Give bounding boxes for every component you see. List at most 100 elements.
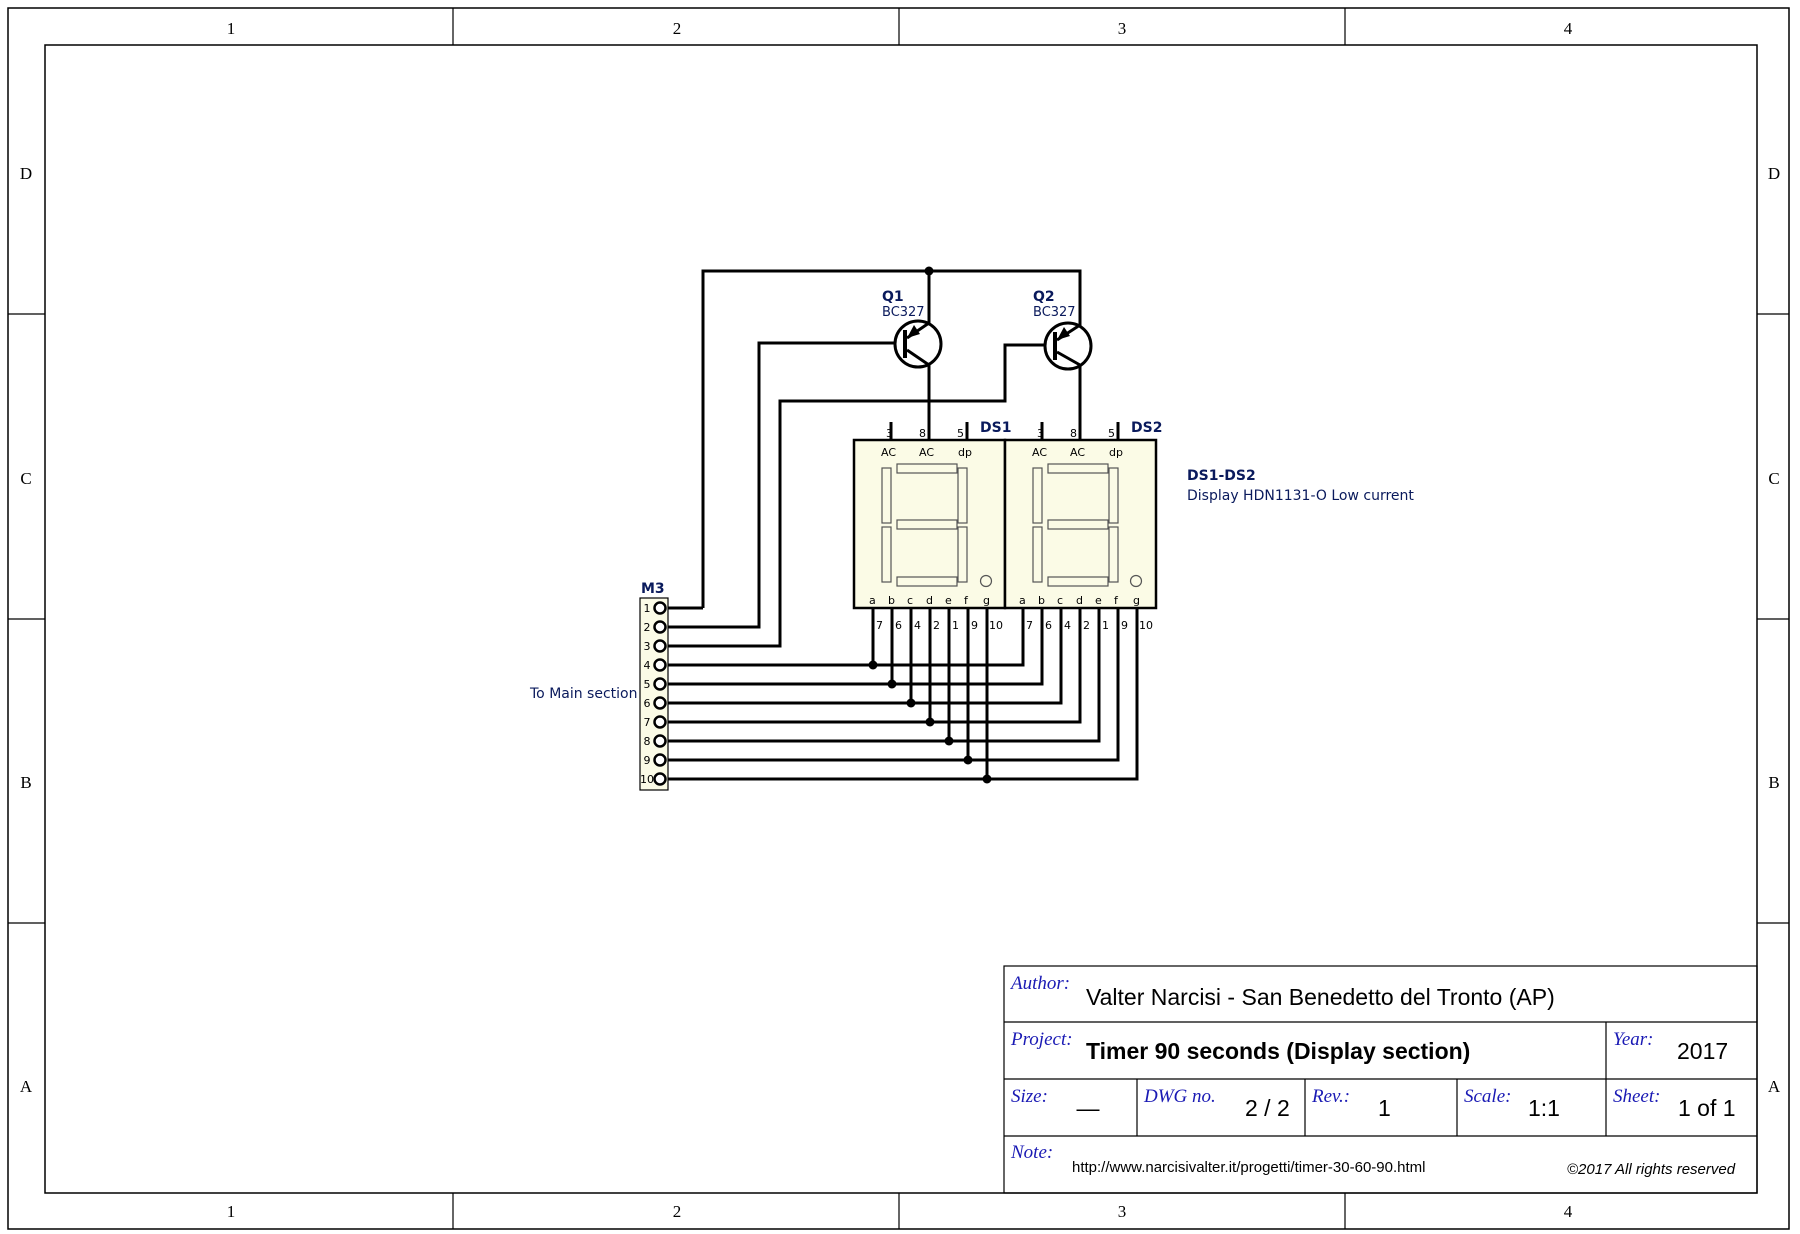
m3-pin-number: 6: [644, 697, 651, 710]
ds1-seg-label: g: [983, 594, 990, 607]
ds2-bottom-pin: 7: [1026, 619, 1033, 632]
ds1-ref: DS1: [980, 420, 1011, 436]
q2-value: BC327: [1033, 305, 1076, 320]
ds1-seg-label: e: [945, 594, 952, 607]
frame-col-label-top: 1: [227, 19, 236, 38]
ds2-bottom-pin: 10: [1139, 619, 1153, 632]
frame-row-label-right: A: [1768, 1077, 1781, 1096]
frame-col-label-bottom: 1: [227, 1202, 236, 1221]
frame-row-label-left: C: [20, 469, 31, 488]
frame-row-label-right: C: [1768, 469, 1779, 488]
rev-label: Rev.:: [1311, 1086, 1350, 1107]
m3-pin-number: 10: [640, 773, 654, 786]
sheet-value: 1 of 1: [1678, 1095, 1736, 1121]
frame-col-label-bottom: 2: [673, 1202, 682, 1221]
frame-col-label-top: 3: [1118, 19, 1127, 38]
frame-column-dividers: [452, 8, 1346, 1229]
display-ds2: [1003, 438, 1158, 610]
frame-row-label-left: A: [20, 1077, 33, 1096]
frame-row-label-right: D: [1768, 164, 1780, 183]
ds2-bottom-pin: 9: [1121, 619, 1128, 632]
m3-pin-number: 2: [644, 621, 651, 634]
m3-note: To Main section: [529, 686, 637, 702]
q1-value: BC327: [882, 305, 925, 320]
size-label: Size:: [1011, 1086, 1048, 1107]
ds2-top-pin: 5: [1108, 427, 1115, 440]
ds1-bottom-pin: 6: [895, 619, 902, 632]
ds2-ref: DS2: [1131, 420, 1162, 436]
m3-ref: M3: [641, 581, 665, 597]
frame-row-dividers: [8, 313, 1789, 924]
frame-row-label-right: B: [1768, 773, 1779, 792]
m3-pin-number: 7: [644, 716, 651, 729]
wire-segment-d: [660, 608, 1082, 724]
ds1-top-label: AC: [919, 446, 934, 459]
wires: [660, 269, 1139, 781]
transistor-q2: [1043, 321, 1093, 371]
ds2-top-pin: 8: [1070, 427, 1077, 440]
ds1-bottom-pin: 1: [952, 619, 959, 632]
ds2-bottom-pin: 4: [1064, 619, 1071, 632]
ds2-top-label: dp: [1109, 446, 1123, 459]
ds1-bottom-pin: 4: [914, 619, 921, 632]
ds-note-ref: DS1-DS2: [1187, 468, 1256, 484]
m3-pin-number: 5: [644, 678, 651, 691]
connector-m3: [639, 597, 669, 791]
ds2-seg-label: b: [1038, 594, 1045, 607]
note-value: http://www.narcisivalter.it/progetti/tim…: [1072, 1159, 1425, 1176]
ds-note-value: Display HDN1131-O Low current: [1187, 488, 1414, 504]
dwg-label: DWG no.: [1143, 1086, 1216, 1107]
wire-segment-a: [660, 608, 1025, 667]
ds1-bottom-pin: 2: [933, 619, 940, 632]
m3-pin-number: 8: [644, 735, 651, 748]
ds1-top-label: dp: [958, 446, 972, 459]
ds2-top-pin: 3: [1037, 427, 1044, 440]
frame-col-label-top: 4: [1564, 19, 1573, 38]
rev-value: 1: [1378, 1095, 1391, 1121]
frame-col-label-bottom: 4: [1564, 1202, 1573, 1221]
wire-segment-c: [660, 608, 1063, 705]
q1-ref: Q1: [882, 289, 904, 305]
m3-pin-number: 4: [644, 659, 651, 672]
display-ds1: [852, 438, 1007, 610]
ds2-top-label: AC: [1070, 446, 1085, 459]
wire-segment-f: [660, 608, 1120, 762]
ds2-bottom-pin: 6: [1045, 619, 1052, 632]
ds1-bottom-pin: 7: [876, 619, 883, 632]
ds2-seg-label: a: [1019, 594, 1026, 607]
ds1-bottom-pin: 10: [989, 619, 1003, 632]
ds2-bottom-pin: 2: [1083, 619, 1090, 632]
q2-ref: Q2: [1033, 289, 1055, 305]
year-label: Year:: [1613, 1029, 1653, 1050]
author-label: Author:: [1009, 973, 1070, 994]
frame-row-label-left: D: [20, 164, 32, 183]
ds2-seg-label: g: [1133, 594, 1140, 607]
junctions: [868, 266, 992, 784]
title-block: [1003, 965, 1758, 1194]
ds1-seg-label: d: [926, 594, 933, 607]
m3-pin-number: 9: [644, 754, 651, 767]
scale-label: Scale:: [1464, 1086, 1511, 1107]
frame-col-label-bottom: 3: [1118, 1202, 1127, 1221]
ds1-bottom-pin: 9: [971, 619, 978, 632]
dwg-value: 2 / 2: [1245, 1095, 1290, 1121]
copyright-text: ©2017 All rights reserved: [1567, 1161, 1736, 1178]
ds1-top-label: AC: [881, 446, 896, 459]
ds2-bottom-pin: 1: [1102, 619, 1109, 632]
size-value: —: [1077, 1095, 1100, 1121]
wire-q2-base: [660, 343, 1055, 648]
frame-col-label-top: 2: [673, 19, 682, 38]
transistor-q1: [893, 319, 943, 369]
author-value: Valter Narcisi - San Benedetto del Tront…: [1086, 984, 1555, 1010]
wire-segment-e: [660, 608, 1101, 743]
project-label: Project:: [1010, 1029, 1073, 1050]
ds2-seg-label: e: [1095, 594, 1102, 607]
wire-segment-b: [660, 608, 1044, 686]
ds1-top-pin: 5: [957, 427, 964, 440]
wire-segment-g: [660, 608, 1139, 781]
ds1-top-pin: 8: [919, 427, 926, 440]
ds1-seg-label: c: [907, 594, 913, 607]
project-value: Timer 90 seconds (Display section): [1086, 1038, 1470, 1064]
ds2-top-label: AC: [1032, 446, 1047, 459]
